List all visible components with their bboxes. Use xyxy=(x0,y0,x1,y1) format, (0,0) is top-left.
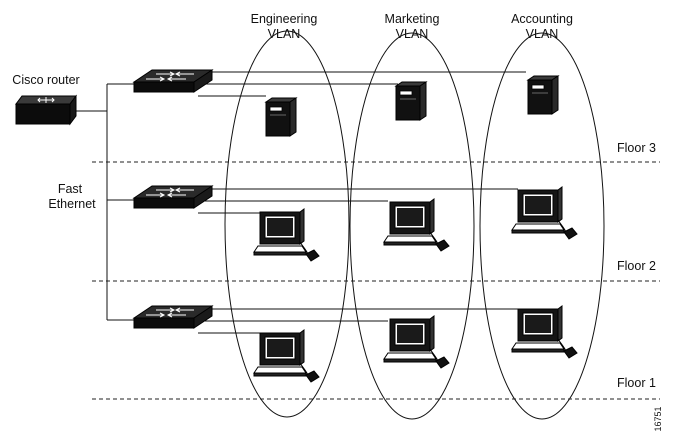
engineering-vlan-subtitle: VLAN xyxy=(268,27,301,41)
figure-id: 16751 xyxy=(653,406,663,431)
accounting-vlan-boundary xyxy=(479,32,605,420)
engineering-vlan-boundary xyxy=(224,30,350,418)
floor-2-switch-icon xyxy=(133,185,213,209)
marketing-server-icon xyxy=(395,81,427,121)
accounting-vlan-subtitle: VLAN xyxy=(526,27,559,41)
floor-2-label: Floor 2 xyxy=(617,259,656,273)
marketing-vlan-subtitle: VLAN xyxy=(396,27,429,41)
floor-3-label: Floor 3 xyxy=(617,141,656,155)
backbone-label-line-2: Ethernet xyxy=(48,197,96,211)
accounting-floor-1-pc-icon xyxy=(511,305,578,359)
engineering-floor-1-pc-icon xyxy=(253,329,320,383)
floor-1-label: Floor 1 xyxy=(617,376,656,390)
floor-1-switch-icon xyxy=(133,305,213,329)
accounting-floor-2-pc-icon xyxy=(511,186,578,240)
floor-3-switch-icon xyxy=(133,69,213,93)
marketing-vlan-title: Marketing xyxy=(385,12,440,26)
engineering-server-icon xyxy=(265,97,297,137)
engineering-floor-2-pc-icon xyxy=(253,208,320,262)
backbone-label-line-1: Fast xyxy=(58,182,83,196)
engineering-vlan-title: Engineering xyxy=(251,12,318,26)
marketing-floor-1-pc-icon xyxy=(383,315,450,369)
cisco-router-icon xyxy=(15,95,77,125)
accounting-server-icon xyxy=(527,75,559,115)
router-label: Cisco router xyxy=(12,73,79,87)
marketing-floor-2-pc-icon xyxy=(383,198,450,252)
marketing-vlan-boundary xyxy=(349,32,475,420)
accounting-vlan-title: Accounting xyxy=(511,12,573,26)
